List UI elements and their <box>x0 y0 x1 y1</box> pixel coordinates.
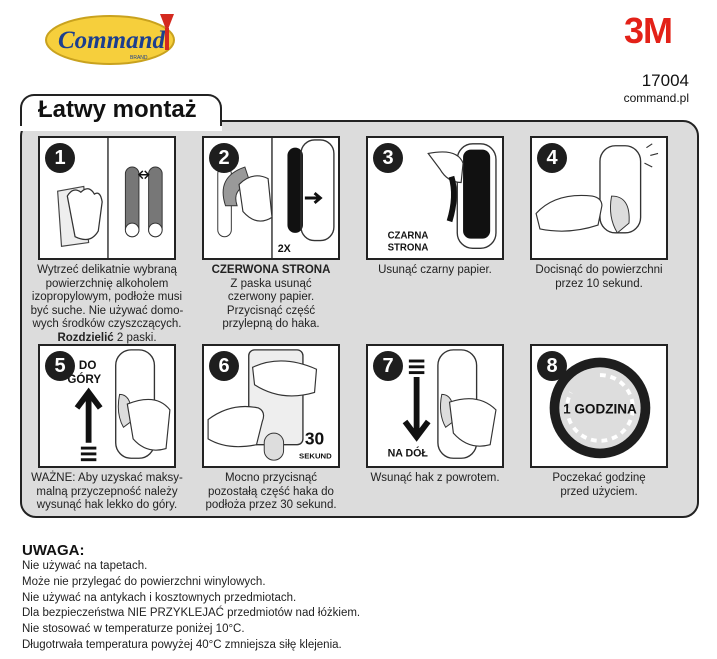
step-3-label-1: CZARNA <box>388 231 429 242</box>
step-5-image: DO GÓRY 5 <box>38 344 176 468</box>
step-4-caption: Docisnąć do powierzchni przez 10 sekund. <box>535 264 663 290</box>
warning-line: Nie używać na antykach i kosztownych prz… <box>22 591 297 604</box>
warning-line: Może nie przylegać do powierzchni winylo… <box>22 575 266 588</box>
warning-line: Długotrwała temperatura powyżej 40°C zmn… <box>22 638 342 651</box>
step-6-label-1: 30 <box>305 429 324 449</box>
step-7-image: NA DÓŁ 7 <box>366 344 504 468</box>
step-2-image: 2X 2 <box>202 136 340 260</box>
step-2-number: 2 <box>209 143 239 173</box>
product-number: 17004 <box>641 71 689 90</box>
title-tab <box>20 94 222 131</box>
command-logo-text: Command <box>58 27 165 54</box>
warning-title: UWAGA: <box>22 542 85 559</box>
step-7-caption: Wsunąć hak z powrotem. <box>370 472 500 484</box>
step-6-image: 30 SEKUND 6 <box>202 344 340 468</box>
step-3-label-2: STRONA <box>388 242 429 253</box>
step-4-image: 4 <box>530 136 668 260</box>
warning-line: Dla bezpieczeństwa NIE PRZYKLEJAĆ przedm… <box>22 607 361 620</box>
command-logo-sub: BRAND <box>130 55 148 61</box>
step-6-label-2: SEKUND <box>299 451 332 460</box>
step-5-number: 5 <box>45 351 75 381</box>
step-2-caption: CZERWONA STRONA Z paska usunąć czerwony … <box>211 264 331 330</box>
step-8-image: 1 GODZINA 8 <box>530 344 668 468</box>
step-8-caption: Poczekać godzinę przed użyciem. <box>552 472 646 498</box>
step-7-number: 7 <box>373 351 403 381</box>
step-3-image: CZARNA STRONA 3 <box>366 136 504 260</box>
step-7-label: NA DÓŁ <box>388 446 429 459</box>
step-5-label-1: DO <box>79 359 96 372</box>
warning-line: Nie stosować w temperaturze poniżej 10°C… <box>22 623 245 636</box>
step-1-image: 1 <box>38 136 176 260</box>
panel-title: Łatwy montaż <box>38 96 197 123</box>
warning-line: Nie używać na tapetach. <box>22 560 148 572</box>
step-6-number: 6 <box>209 351 239 381</box>
website-link[interactable]: command.pl <box>623 91 689 105</box>
command-logo: Command BRAND <box>44 10 180 66</box>
step-2-label: 2X <box>278 243 291 255</box>
step-5-label-2: GÓRY <box>67 373 101 386</box>
step-3-number: 3 <box>373 143 403 173</box>
step-6-caption: Mocno przycisnąć pozostałą część haka do… <box>205 472 337 511</box>
step-8-number: 8 <box>537 351 567 381</box>
step-5-caption: WAŻNE: Aby uzyskać maksy- malną przyczep… <box>31 472 183 511</box>
step-1-number: 1 <box>45 143 75 173</box>
step-3-caption: Usunąć czarny papier. <box>378 264 492 276</box>
3m-logo: 3M <box>624 10 673 51</box>
step-1-caption: Wytrzeć delikatnie wybraną powierzchnię … <box>30 264 184 344</box>
warning-section: UWAGA: Nie używać na tapetach. Może nie … <box>22 543 702 654</box>
step-8-label: 1 GODZINA <box>563 402 637 417</box>
step-4-number: 4 <box>537 143 567 173</box>
